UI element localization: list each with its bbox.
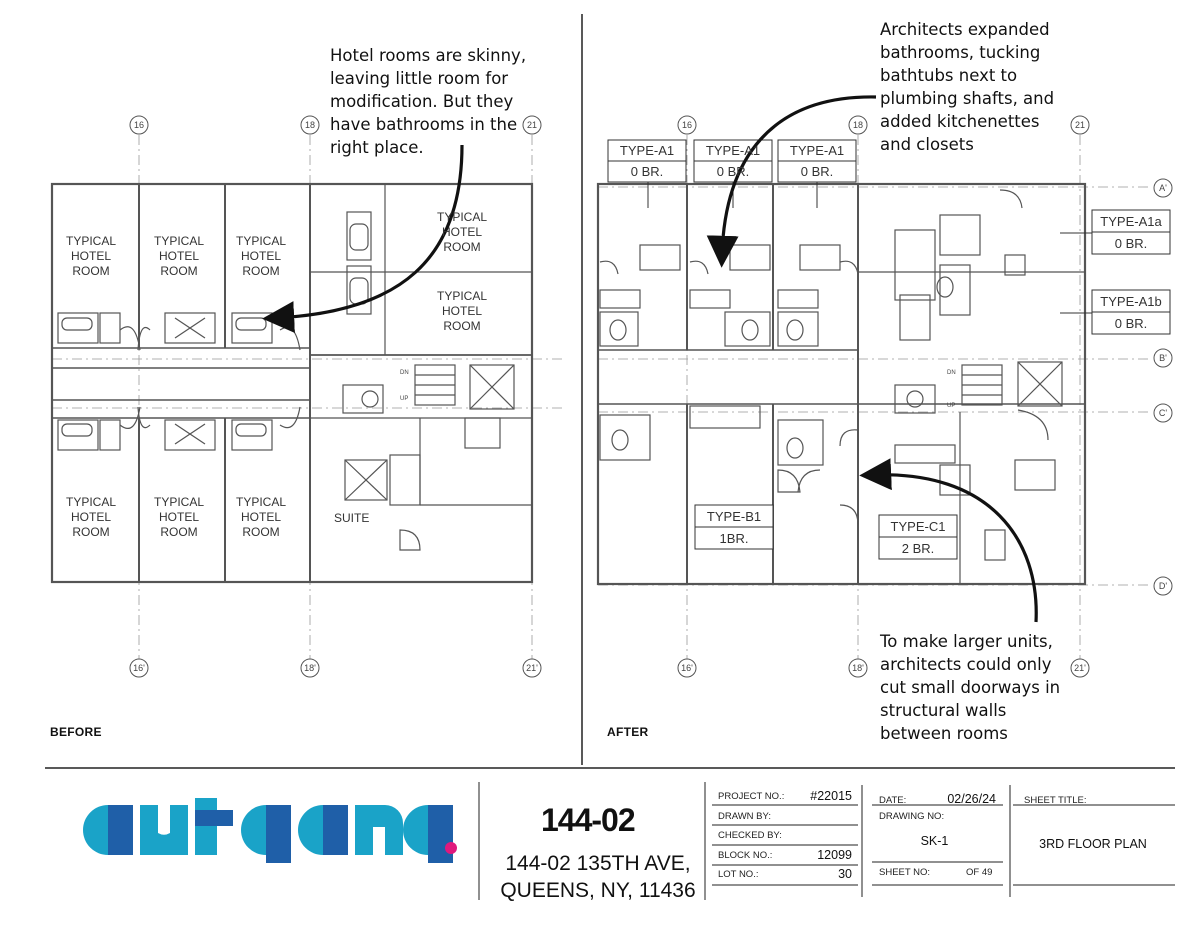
before-note-line: leaving little room for [330, 69, 509, 88]
before-plan [50, 135, 565, 660]
after-bottom-note-line: between rooms [880, 724, 1008, 743]
unit-type-label: TYPE-A1 [705, 143, 761, 158]
after-top-note-line: added kitchenettes [880, 112, 1040, 131]
unit-type-label: TYPE-B1 [706, 509, 762, 524]
after-bottom-note-line: structural walls [880, 701, 1007, 720]
unit-type-label: TYPE-C1 [890, 519, 946, 534]
project-name: 144-02 [541, 802, 636, 838]
grid-label: 16' [133, 663, 145, 673]
lot-no-label: LOT NO.: [718, 869, 759, 880]
grid-label: 21 [1074, 120, 1085, 130]
grid-label: C' [1158, 408, 1168, 418]
grid-label: 16' [681, 663, 693, 673]
after-top-annotation: Architects expanded bathrooms, tucking b… [880, 18, 1054, 156]
grid-label: 21' [526, 663, 538, 673]
after-bottom-annotation: To make larger units, architects could o… [880, 630, 1060, 745]
after-top-note-line: plumbing shafts, and [880, 89, 1055, 108]
after-plan [596, 135, 1150, 660]
date-value: 02/26/24 [947, 792, 996, 806]
unit-label-boxes [607, 139, 1171, 560]
stair-up-label: UP [400, 396, 409, 402]
after-grid-bubbles [677, 115, 1173, 678]
after-bottom-note-line: cut small doorways in [880, 678, 1061, 697]
address-line: 144-02 135TH AVE, [505, 852, 691, 875]
unit-bedrooms-label: 0 BR. [1114, 236, 1148, 251]
unit-type-label: TYPE-A1 [619, 143, 675, 158]
after-caption: AFTER [607, 725, 649, 739]
suite-label: SUITE [334, 511, 370, 525]
grid-label: 16 [681, 120, 692, 130]
before-note-line: Hotel rooms are skinny, [330, 46, 527, 65]
drawing-no-value: SK-1 [920, 834, 949, 848]
before-annotation: Hotel rooms are skinny, leaving little r… [330, 44, 526, 159]
grid-label: B' [1159, 353, 1167, 363]
stair-down-label: DN [947, 370, 956, 376]
lot-no-value: 30 [838, 867, 852, 881]
after-bottom-annotation-arrow [859, 458, 1038, 623]
title-block-lines [45, 767, 1175, 900]
grid-label: 18' [852, 663, 864, 673]
unit-type-label: TYPE-A1 [789, 143, 845, 158]
grid-label: 21 [526, 120, 537, 130]
grid-label: 18' [304, 663, 316, 673]
after-top-note-line: bathtubs next to [880, 66, 1018, 85]
unit-leader-lines [647, 182, 1092, 314]
before-note-line: have bathrooms in the [330, 115, 518, 134]
unit-bedrooms-label: 0 BR. [1114, 316, 1148, 331]
sheet-title-label: SHEET TITLE: [1024, 795, 1087, 806]
before-caption: BEFORE [50, 725, 102, 739]
unit-type-label: TYPE-A1b [1100, 294, 1162, 309]
before-note-line: modification. But they [330, 92, 514, 111]
after-top-note-line: bathrooms, tucking [880, 43, 1041, 62]
after-bottom-note-line: architects could only [880, 655, 1052, 674]
address-line: QUEENS, NY, 11436 [500, 879, 696, 902]
unit-bedrooms-label: 0 BR. [800, 164, 834, 179]
stair-up-label: UP [947, 403, 956, 409]
checked-by-label: CHECKED BY: [718, 830, 782, 841]
before-grid-bubbles [129, 115, 542, 678]
grid-label: 18 [852, 120, 863, 130]
drawing-no-label: DRAWING NO: [879, 811, 945, 822]
drawn-by-label: DRAWN BY: [718, 811, 771, 822]
grid-label: 18 [304, 120, 315, 130]
after-bottom-note-line: To make larger units, [880, 632, 1053, 651]
project-address: 144-02 135TH AVE, QUEENS, NY, 11436 [498, 850, 698, 904]
before-annotation-arrow [262, 144, 464, 334]
before-note-line: right place. [330, 138, 424, 157]
grid-label: D' [1158, 581, 1168, 591]
after-top-note-line: and closets [880, 135, 974, 154]
sheet-of-value: OF 49 [966, 867, 993, 878]
unit-bedrooms-label: 2 BR. [901, 541, 935, 556]
unit-bedrooms-label: 0 BR. [716, 164, 750, 179]
after-top-note-line: Architects expanded [880, 20, 1050, 39]
project-no-value: #22015 [810, 789, 852, 803]
unit-bedrooms-label: 1BR. [719, 531, 749, 546]
stair-down-label: DN [400, 370, 409, 376]
unit-type-label: TYPE-A1a [1100, 214, 1162, 229]
aufgang-logo [83, 798, 457, 863]
grid-label: 21' [1074, 663, 1086, 673]
grid-label: 16 [133, 120, 144, 130]
block-no-value: 12099 [817, 848, 852, 862]
project-no-label: PROJECT NO.: [718, 791, 785, 802]
unit-bedrooms-label: 0 BR. [630, 164, 664, 179]
date-label: DATE: [879, 795, 907, 806]
sheet-title-value: 3RD FLOOR PLAN [1039, 837, 1147, 851]
block-no-label: BLOCK NO.: [718, 850, 773, 861]
grid-label: A' [1159, 183, 1167, 193]
sheet-no-label: SHEET NO: [879, 867, 931, 878]
after-top-annotation-arrow [706, 95, 877, 268]
